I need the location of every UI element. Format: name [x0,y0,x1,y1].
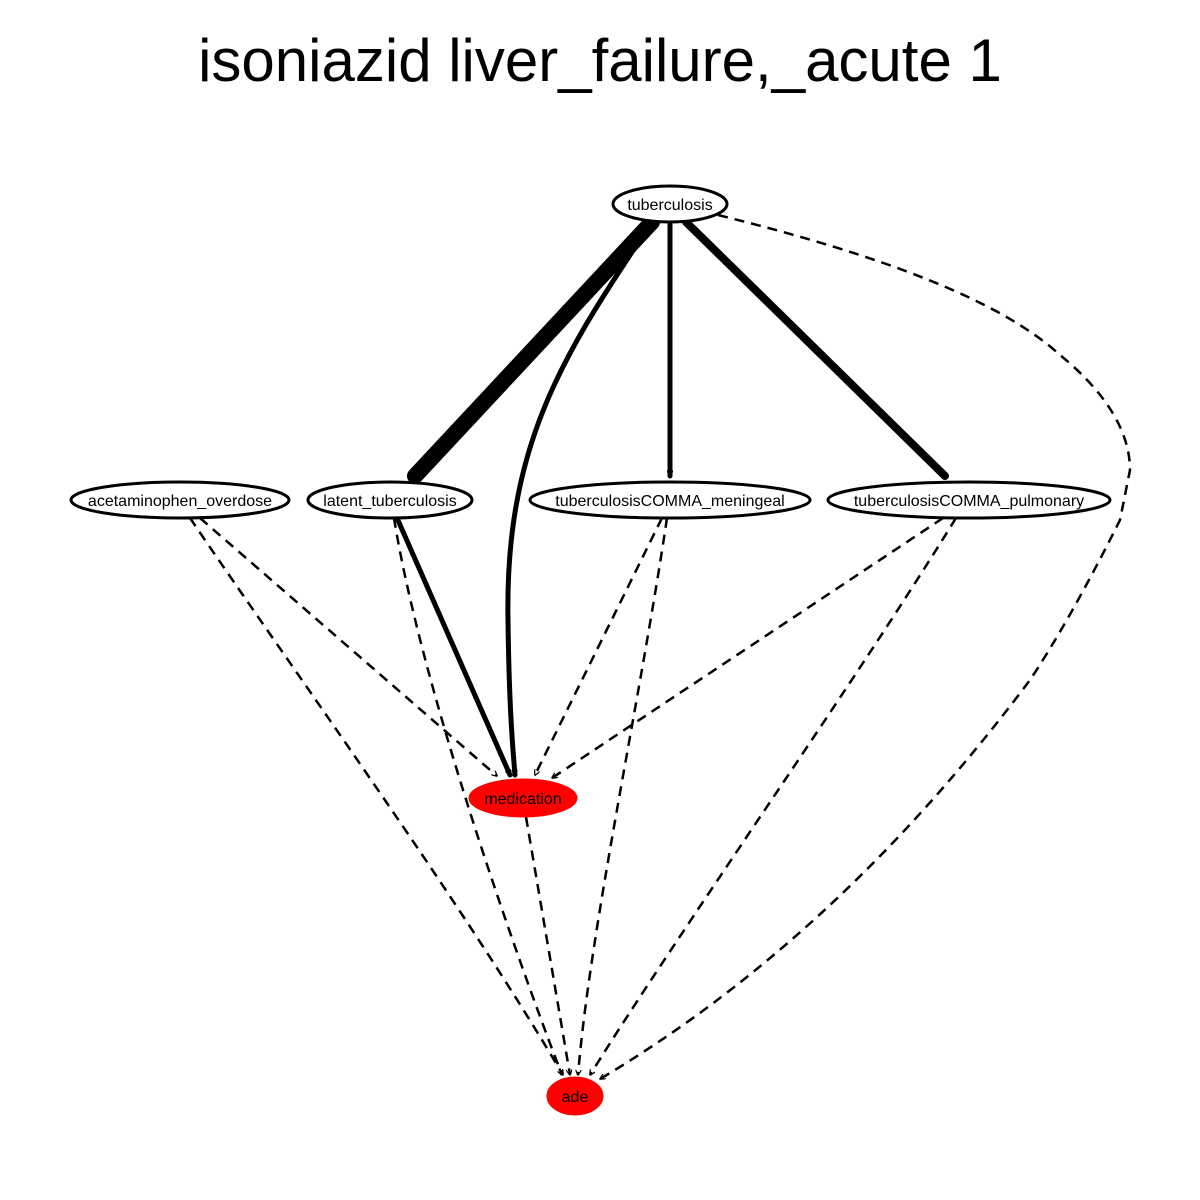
node-tuberculosis: tuberculosis [611,184,729,224]
node-label: acetaminophen_overdose [88,493,272,510]
node-tuberculosisCOMMA_meningeal: tuberculosisCOMMA_meningeal [528,480,812,520]
node-shape [611,184,729,224]
node-label: tuberculosisCOMMA_pulmonary [854,493,1084,510]
edge-tuberculosis-to-tuberculosisCOMMA_pulmonary [682,218,949,480]
node-shape [826,480,1112,520]
edge-tuberculosis-to-medication [505,237,643,778]
node-label: ade [562,1089,589,1106]
edge-tuberculosisCOMMA_pulmonary-to-medication [552,516,944,778]
node-label: medication [484,791,561,808]
node-shape [69,480,291,520]
nodes-layer: tuberculosis acetaminophen_overdose latent… [69,184,1112,1116]
edge-latent_tuberculosis-to-ade [392,517,562,1075]
node-shape [528,480,812,520]
graph-title: isoniazid liver_failure,_acute 1 [198,27,1002,94]
edge-medication-to-ade [524,816,570,1075]
edge-latent_tuberculosis-to-medication [394,515,513,778]
node-tuberculosisCOMMA_pulmonary: tuberculosisCOMMA_pulmonary [826,480,1112,520]
node-label: tuberculosis [627,197,712,214]
edge-tuberculosisCOMMA_meningeal-to-medication [533,517,664,775]
node-medication: medication [468,778,578,818]
edge-tuberculosisCOMMA_pulmonary-to-ade [588,517,958,1075]
edge-acetaminophen_overdose-to-ade [188,517,565,1075]
node-shape [546,1076,604,1116]
node-acetaminophen_overdose: acetaminophen_overdose [69,480,291,520]
edge-tuberculosisCOMMA_meningeal-to-ade [578,517,669,1075]
edge-tuberculosis-to-ade [600,213,1132,1081]
node-ade: ade [546,1076,604,1116]
edge-tuberculosis-to-latent_tuberculosis [407,214,660,484]
node-label: tuberculosisCOMMA_meningeal [555,493,784,510]
edges-layer [188,213,1132,1081]
node-shape [306,480,474,520]
node-label: latent_tuberculosis [323,493,456,510]
node-latent_tuberculosis: latent_tuberculosis [306,480,474,520]
edge-acetaminophen_overdose-to-medication [199,517,497,776]
node-shape [468,778,578,818]
